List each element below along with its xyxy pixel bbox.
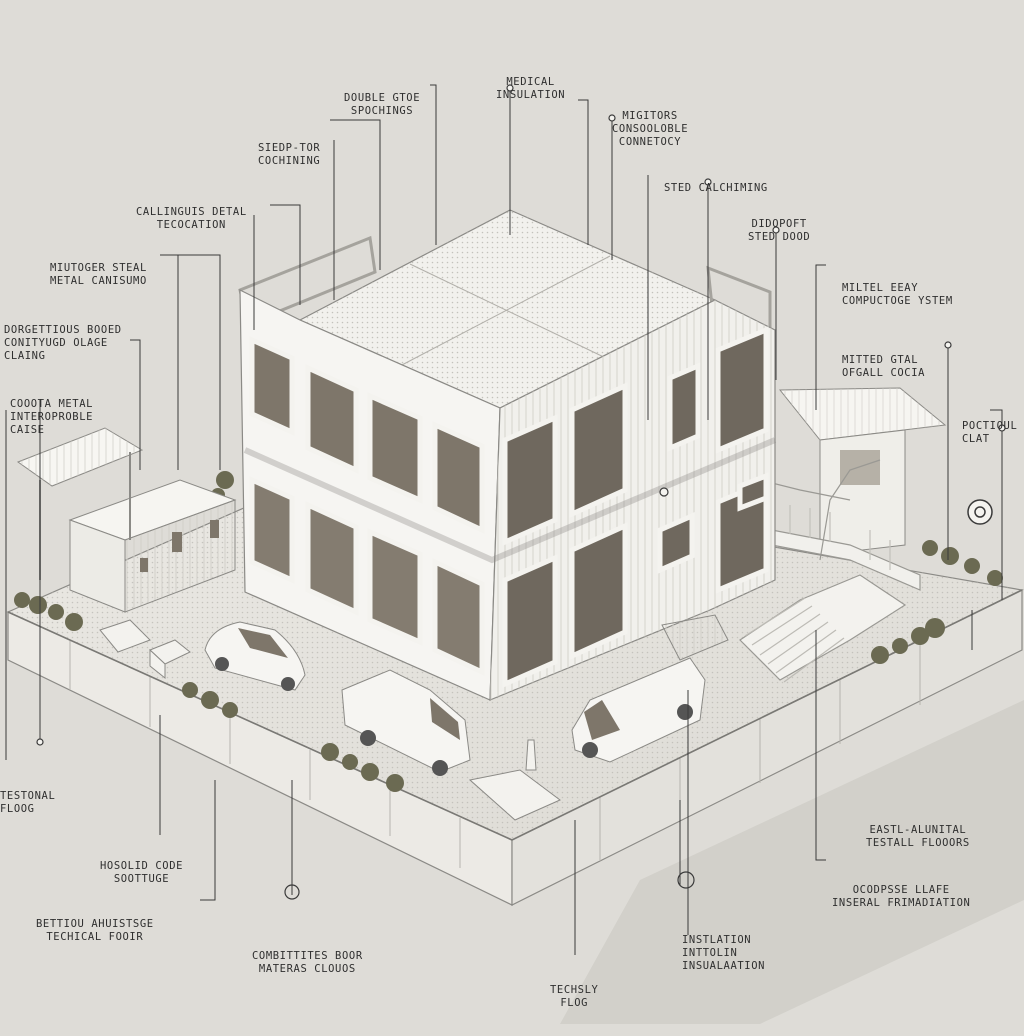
delivery-van-left — [341, 669, 471, 776]
label-steel-calchiming: STED CALCHIMING — [664, 182, 768, 194]
storage-shed — [68, 479, 237, 613]
hedge-left — [14, 592, 404, 792]
leader-lines — [5, 84, 1003, 955]
hedge-right — [211, 471, 1003, 664]
target-marker-icon — [967, 499, 993, 525]
main-building — [238, 209, 777, 701]
delivery-van-right — [571, 657, 706, 763]
hand-marker-icon — [284, 871, 695, 900]
ground-shadow — [560, 700, 1024, 1024]
sedan-car — [204, 621, 306, 691]
point-markers — [36, 84, 1006, 746]
site-props — [99, 614, 729, 821]
rear-annex — [778, 387, 947, 556]
